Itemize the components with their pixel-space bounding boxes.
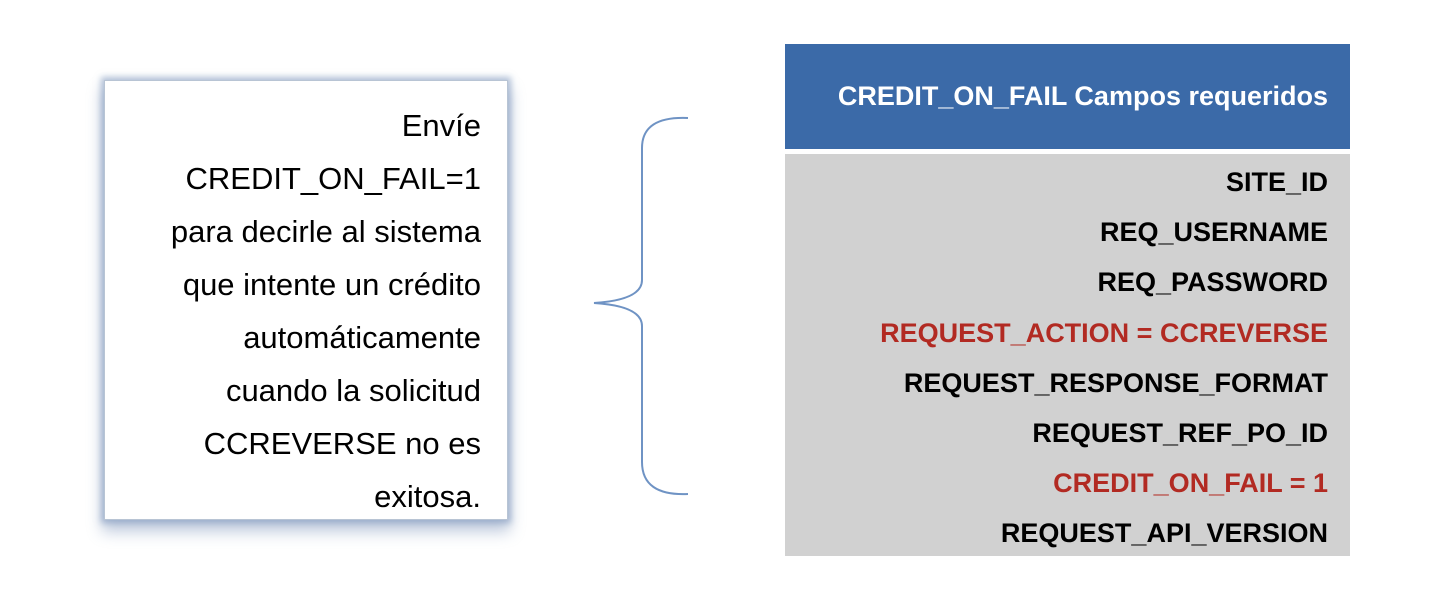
- table-body: SITE_ID REQ_USERNAME REQ_PASSWORD REQUES…: [785, 154, 1350, 556]
- field-row: REQ_PASSWORD: [1097, 267, 1328, 298]
- explanation-note-text: Envíe CREDIT_ON_FAIL=1 para decirle al s…: [170, 108, 481, 514]
- table-divider: [785, 149, 1350, 154]
- field-row: REQUEST_RESPONSE_FORMAT: [903, 367, 1328, 398]
- explanation-note-box: Envíe CREDIT_ON_FAIL=1 para decirle al s…: [104, 80, 508, 520]
- field-row: REQUEST_API_VERSION: [1000, 518, 1328, 549]
- field-row-highlighted: REQUEST_ACTION = CCREVERSE: [880, 317, 1328, 348]
- field-row: REQUEST_REF_PO_ID: [1032, 417, 1328, 448]
- curly-brace-icon: [593, 116, 689, 496]
- field-row: SITE_ID: [1225, 167, 1328, 197]
- field-row: REQ_USERNAME: [1099, 217, 1328, 248]
- table-title: CREDIT_ON_FAIL Campos requeridos: [785, 44, 1350, 149]
- required-fields-table: CREDIT_ON_FAIL Campos requeridos SITE_ID…: [785, 44, 1350, 556]
- field-row-highlighted: CREDIT_ON_FAIL = 1: [1053, 468, 1328, 499]
